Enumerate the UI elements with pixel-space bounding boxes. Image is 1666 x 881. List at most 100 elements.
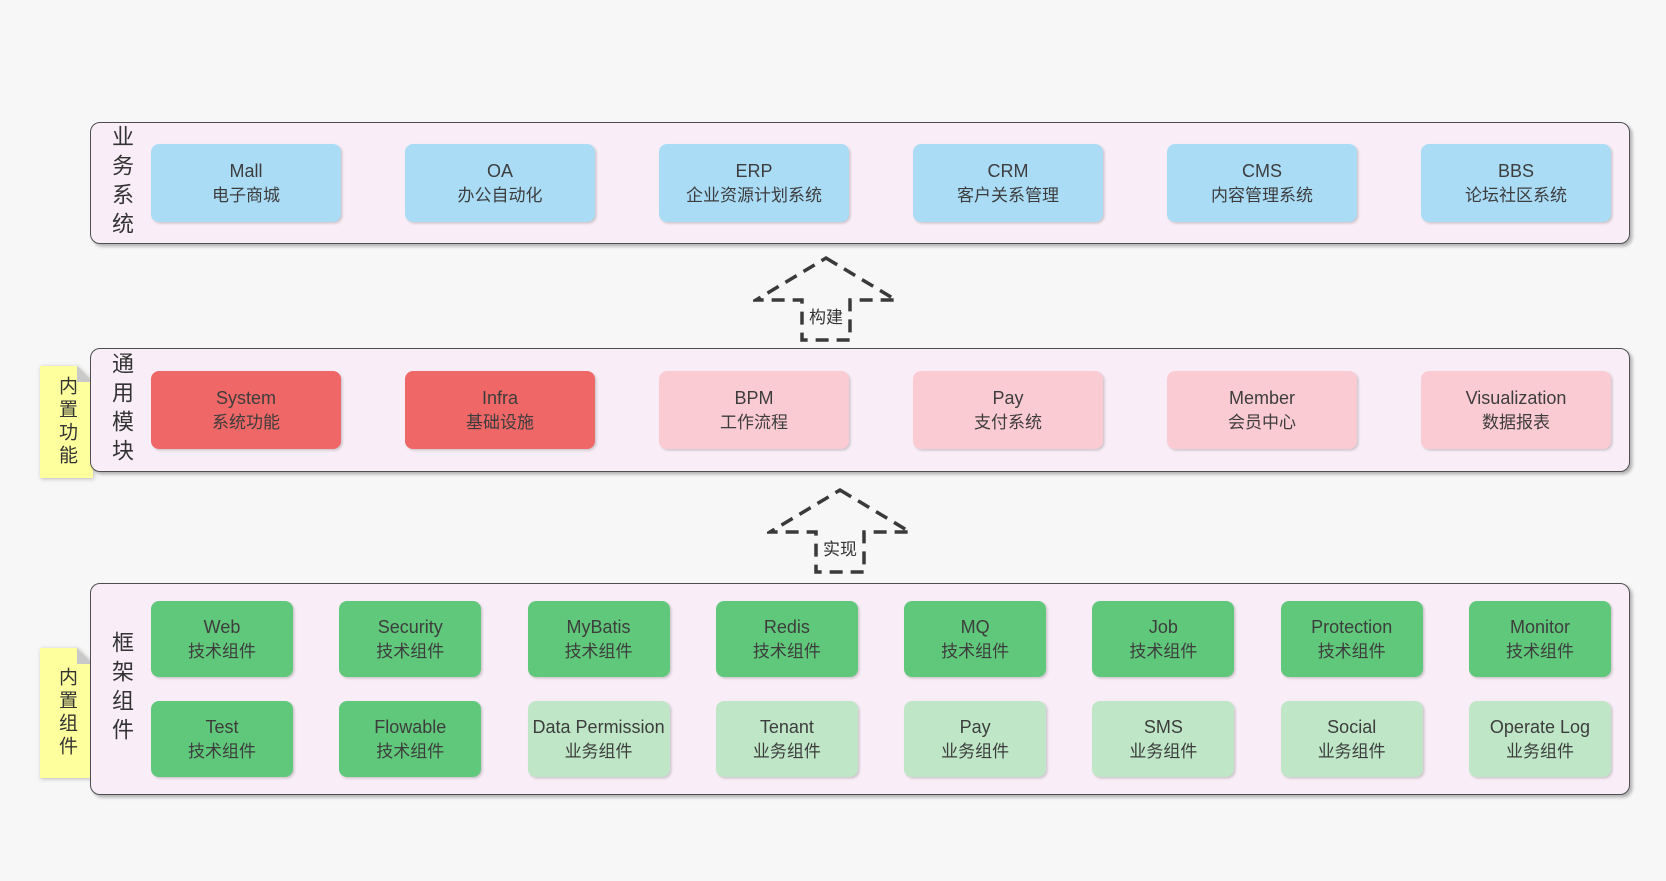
framework-row-2: Test 技术组件 Flowable 技术组件 Data Permission … — [151, 701, 1611, 777]
sticky-note-builtin-functions: 内置功能 — [40, 366, 93, 478]
card-subtitle: 业务组件 — [752, 741, 821, 761]
card-mall: Mall 电子商城 — [151, 144, 341, 222]
card-web: Web 技术组件 — [151, 601, 293, 677]
card-social: Social 业务组件 — [1280, 701, 1423, 777]
card-title: Pay — [959, 716, 991, 737]
card-bbs: BBS 论坛社区系统 — [1421, 144, 1611, 222]
card-title: Mall — [229, 160, 263, 181]
card-subtitle: 业务组件 — [1505, 741, 1574, 761]
card-title: Flowable — [374, 716, 447, 737]
framework-rows: Web 技术组件 Security 技术组件 MyBatis 技术组件 Redi… — [151, 601, 1611, 777]
arrow-build-label: 构建 — [753, 303, 899, 328]
card-subtitle: 基础设施 — [466, 412, 534, 432]
card-title: CRM — [987, 160, 1029, 181]
card-subtitle: 业务组件 — [941, 741, 1010, 761]
card-title: Protection — [1311, 616, 1393, 637]
sticky-builtin-components-label: 内置组件 — [56, 667, 77, 759]
card-pay: Pay 支付系统 — [913, 371, 1103, 449]
block-arrow-up-icon — [767, 487, 913, 574]
card-title: Visualization — [1465, 387, 1567, 408]
block-arrow-up-icon — [753, 255, 899, 342]
card-title: CMS — [1242, 160, 1282, 181]
card-title: System — [215, 387, 276, 408]
panel-business-systems: 业务系统 Mall 电子商城 OA 办公自动化 ERP 企业资源计划系统 CRM… — [90, 122, 1630, 244]
card-subtitle: 技术组件 — [941, 641, 1010, 661]
card-subtitle: 企业资源计划系统 — [686, 185, 822, 205]
card-subtitle: 技术组件 — [564, 641, 633, 661]
card-subtitle: 技术组件 — [188, 741, 256, 761]
card-infra: Infra 基础设施 — [405, 371, 595, 449]
card-title: BBS — [1497, 160, 1535, 181]
sticky-builtin-functions-label: 内置功能 — [56, 376, 77, 468]
card-erp: ERP 企业资源计划系统 — [659, 144, 849, 222]
card-title: SMS — [1143, 716, 1183, 737]
card-subtitle: 系统功能 — [212, 412, 280, 432]
card-protection: Protection 技术组件 — [1280, 601, 1423, 677]
card-title: Web — [203, 616, 241, 637]
arrow-build-text: 构建 — [806, 307, 846, 328]
sticky-note-builtin-components: 内置组件 — [40, 648, 93, 778]
framework-row-1: Web 技术组件 Security 技术组件 MyBatis 技术组件 Redi… — [151, 601, 1611, 677]
card-flowable: Flowable 技术组件 — [339, 701, 482, 777]
card-title: Tenant — [759, 716, 814, 737]
card-title: Test — [205, 716, 239, 737]
card-title: Pay — [992, 387, 1024, 408]
sticky-paper — [40, 648, 93, 778]
card-data-permission: Data Permission 业务组件 — [527, 701, 670, 777]
sticky-paper — [40, 366, 93, 478]
card-bpm: BPM 工作流程 — [659, 371, 849, 449]
card-subtitle: 支付系统 — [974, 412, 1042, 432]
card-subtitle: 工作流程 — [720, 412, 788, 432]
card-visualization: Visualization 数据报表 — [1421, 371, 1611, 449]
card-security: Security 技术组件 — [339, 601, 482, 677]
panel-business-label: 业务系统 — [109, 125, 134, 241]
card-subtitle: 办公自动化 — [457, 185, 543, 205]
card-subtitle: 内容管理系统 — [1211, 185, 1313, 205]
card-subtitle: 技术组件 — [1129, 641, 1198, 661]
card-system: System 系统功能 — [151, 371, 341, 449]
card-subtitle: 数据报表 — [1482, 412, 1550, 432]
arrow-build: 构建 — [753, 255, 899, 343]
arrow-implement-text: 实现 — [820, 539, 860, 560]
card-title: Job — [1148, 616, 1178, 637]
card-pay-business: Pay 业务组件 — [904, 701, 1047, 777]
card-subtitle: 业务组件 — [1317, 741, 1386, 761]
card-subtitle: 技术组件 — [1505, 641, 1574, 661]
card-title: OA — [486, 160, 513, 181]
card-title: Member — [1228, 387, 1295, 408]
panel-framework-label: 框架组件 — [109, 631, 134, 747]
card-subtitle: 技术组件 — [376, 641, 445, 661]
card-monitor: Monitor 技术组件 — [1468, 601, 1611, 677]
card-title: Operate Log — [1489, 716, 1590, 737]
card-subtitle: 会员中心 — [1228, 412, 1296, 432]
card-title: Data Permission — [532, 716, 665, 737]
card-subtitle: 技术组件 — [752, 641, 821, 661]
arrow-implement: 实现 — [767, 487, 913, 575]
card-redis: Redis 技术组件 — [715, 601, 858, 677]
card-test: Test 技术组件 — [151, 701, 293, 777]
panel-framework-components: 框架组件 Web 技术组件 Security 技术组件 MyBatis 技术组件… — [90, 583, 1630, 795]
card-subtitle: 技术组件 — [376, 741, 445, 761]
card-cms: CMS 内容管理系统 — [1167, 144, 1357, 222]
card-subtitle: 技术组件 — [188, 641, 256, 661]
card-subtitle: 业务组件 — [1129, 741, 1198, 761]
card-subtitle: 客户关系管理 — [957, 185, 1059, 205]
arrow-implement-label: 实现 — [767, 535, 913, 560]
panel-common-modules: 通用模块 System 系统功能 Infra 基础设施 BPM 工作流程 Pay… — [90, 348, 1630, 472]
card-job: Job 技术组件 — [1092, 601, 1235, 677]
card-oa: OA 办公自动化 — [405, 144, 595, 222]
card-title: MyBatis — [566, 616, 631, 637]
business-cards: Mall 电子商城 OA 办公自动化 ERP 企业资源计划系统 CRM 客户关系… — [151, 144, 1611, 222]
card-mybatis: MyBatis 技术组件 — [527, 601, 670, 677]
card-title: ERP — [735, 160, 773, 181]
card-mq: MQ 技术组件 — [904, 601, 1047, 677]
card-title: Redis — [763, 616, 810, 637]
card-tenant: Tenant 业务组件 — [715, 701, 858, 777]
card-title: Security — [377, 616, 443, 637]
panel-common-label: 通用模块 — [109, 352, 134, 468]
card-title: MQ — [960, 616, 990, 637]
card-title: Infra — [481, 387, 519, 408]
card-subtitle: 业务组件 — [564, 741, 633, 761]
card-sms: SMS 业务组件 — [1092, 701, 1235, 777]
common-cards: System 系统功能 Infra 基础设施 BPM 工作流程 Pay 支付系统… — [151, 371, 1611, 449]
